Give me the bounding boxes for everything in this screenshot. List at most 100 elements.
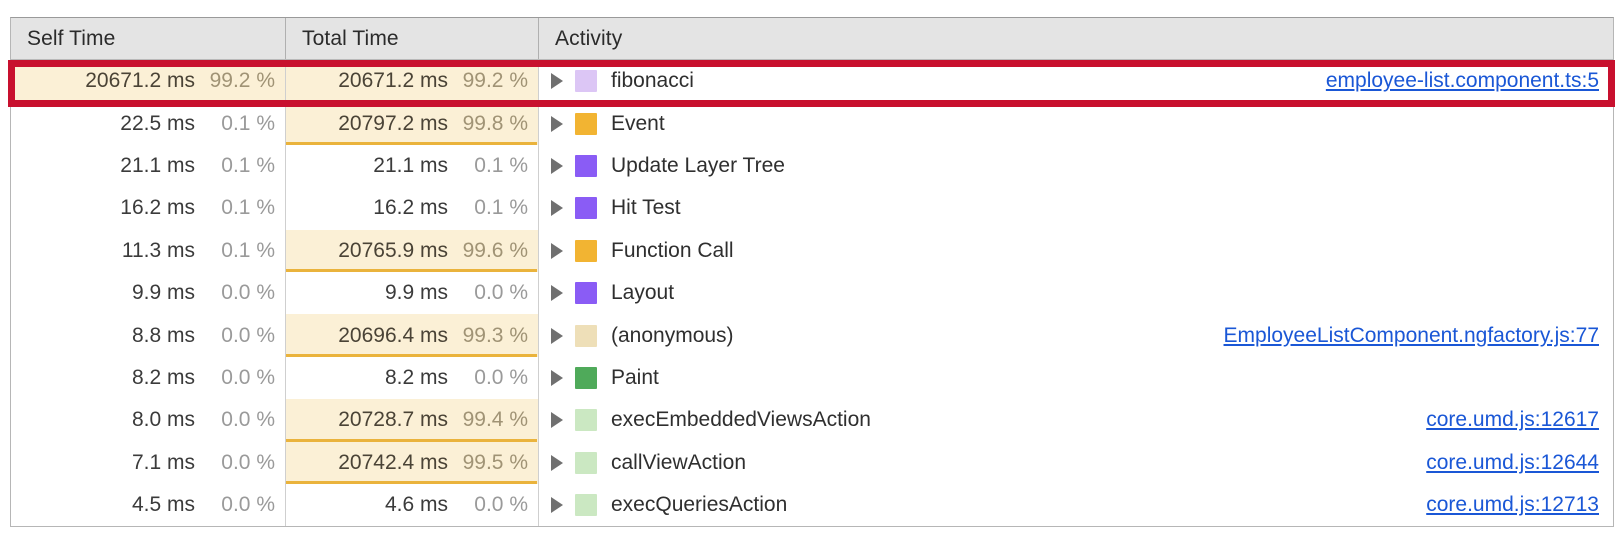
self-time-value: 8.8 ms — [131, 323, 195, 347]
expand-triangle-icon[interactable] — [551, 200, 563, 217]
category-color-swatch — [575, 494, 597, 517]
source-location-link[interactable]: employee-list.component.ts:5 — [1325, 69, 1599, 93]
table-body: 20671.2 ms 99.2 % 20671.2 ms 99.2 % fibonacc… — [11, 60, 1613, 527]
cell-total-time: 20797.2 ms 99.8 % — [286, 102, 539, 146]
column-header-total-time-label: Total Time — [302, 26, 399, 50]
source-location-link[interactable]: core.umd.js:12713 — [1426, 493, 1599, 517]
total-time-value: 20671.2 ms — [338, 69, 448, 93]
expand-triangle-icon[interactable] — [551, 242, 563, 259]
column-header-activity[interactable]: Activity — [539, 18, 1613, 59]
self-time-value: 7.1 ms — [131, 450, 195, 474]
total-time-value: 8.2 ms — [384, 365, 448, 389]
cell-activity: Layout — [539, 272, 1613, 314]
total-time-value: 20728.7 ms — [338, 408, 448, 432]
activity-name: Layout — [611, 281, 675, 305]
total-time-percent: 0.1 % — [474, 196, 528, 220]
total-time-percent: 0.0 % — [474, 493, 528, 517]
self-time-value: 21.1 ms — [120, 153, 195, 177]
cell-self-time: 8.8 ms 0.0 % — [11, 314, 286, 357]
table-row[interactable]: 20671.2 ms 99.2 % 20671.2 ms 99.2 % fibonacc… — [11, 60, 1613, 103]
self-time-value: 8.2 ms — [131, 365, 195, 389]
source-location-link[interactable]: EmployeeListComponent.ngfactory.js:77 — [1223, 323, 1599, 347]
self-time-percent: 0.1 % — [221, 153, 275, 177]
activity-name: Event — [611, 111, 665, 135]
column-header-self-time[interactable]: Self Time — [11, 18, 286, 59]
cell-activity: execEmbeddedViewsAction core.umd.js:12617 — [539, 399, 1613, 441]
total-time-percent: 99.3 % — [462, 323, 528, 347]
self-time-percent: 0.1 % — [221, 111, 275, 135]
activity-name: Hit Test — [611, 196, 681, 220]
self-time-value: 11.3 ms — [121, 238, 195, 262]
activity-name: Function Call — [611, 238, 734, 262]
cell-activity: Event — [539, 102, 1613, 144]
cell-self-time: 8.2 ms 0.0 % — [11, 356, 286, 400]
cell-self-time: 11.3 ms 0.1 % — [11, 229, 286, 272]
cell-self-time: 20671.2 ms 99.2 % — [11, 60, 286, 103]
total-time-percent: 0.0 % — [474, 281, 528, 305]
expand-triangle-icon[interactable] — [551, 73, 563, 90]
expand-triangle-icon[interactable] — [551, 412, 563, 429]
cell-total-time: 8.2 ms 0.0 % — [286, 356, 539, 400]
self-time-value: 20671.2 ms — [85, 69, 195, 93]
column-header-total-time[interactable]: Total Time — [286, 18, 539, 59]
category-color-swatch — [575, 282, 597, 305]
table-row[interactable]: 8.2 ms 0.0 % 8.2 ms 0.0 % Paint — [11, 356, 1613, 400]
category-color-swatch — [575, 112, 597, 135]
cell-total-time: 20696.4 ms 99.3 % — [286, 314, 539, 358]
total-time-value: 20765.9 ms — [338, 238, 448, 262]
self-time-value: 22.5 ms — [120, 111, 195, 135]
total-time-percent: 0.0 % — [474, 365, 528, 389]
total-time-value: 20696.4 ms — [338, 323, 448, 347]
source-location-link[interactable]: core.umd.js:12617 — [1426, 408, 1599, 432]
self-time-percent: 0.0 % — [221, 281, 275, 305]
activity-name: callViewAction — [611, 450, 747, 474]
activity-name: Update Layer Tree — [611, 153, 785, 177]
total-time-percent: 99.2 % — [462, 69, 528, 93]
source-location-link[interactable]: core.umd.js:12644 — [1426, 450, 1599, 474]
self-time-percent: 0.1 % — [221, 238, 275, 262]
cell-activity: Paint — [539, 357, 1613, 399]
expand-triangle-icon[interactable] — [551, 454, 563, 471]
expand-triangle-icon[interactable] — [551, 285, 563, 302]
category-color-swatch — [575, 70, 597, 93]
total-time-value: 20797.2 ms — [338, 111, 448, 135]
cell-activity: callViewAction core.umd.js:12644 — [539, 442, 1613, 484]
total-time-percent: 99.5 % — [462, 450, 528, 474]
self-time-percent: 0.0 % — [221, 365, 275, 389]
self-time-percent: 0.0 % — [221, 323, 275, 347]
expand-triangle-icon[interactable] — [551, 115, 563, 132]
table-row[interactable]: 22.5 ms 0.1 % 20797.2 ms 99.8 % Event — [11, 102, 1613, 146]
total-time-percent: 0.1 % — [474, 153, 528, 177]
expand-triangle-icon[interactable] — [551, 157, 563, 174]
cell-self-time: 22.5 ms 0.1 % — [11, 102, 286, 145]
activity-name: execEmbeddedViewsAction — [611, 408, 871, 432]
total-time-percent: 99.8 % — [462, 111, 528, 135]
category-color-swatch — [575, 154, 597, 177]
category-color-swatch — [575, 451, 597, 474]
column-header-activity-label: Activity — [555, 26, 623, 50]
cell-activity: Update Layer Tree — [539, 145, 1613, 187]
self-time-percent: 99.2 % — [209, 69, 275, 93]
expand-triangle-icon[interactable] — [551, 327, 563, 344]
total-time-percent: 99.4 % — [462, 408, 528, 432]
expand-triangle-icon[interactable] — [551, 497, 563, 514]
expand-triangle-icon[interactable] — [551, 369, 563, 386]
self-time-percent: 0.1 % — [221, 196, 275, 220]
activity-name: Paint — [611, 365, 659, 389]
